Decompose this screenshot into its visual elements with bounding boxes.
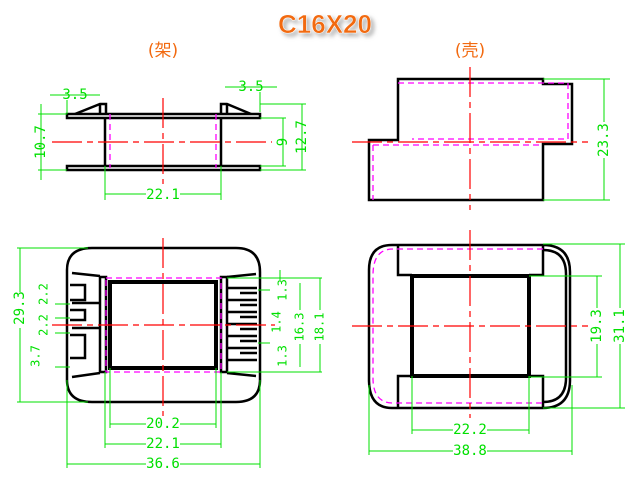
dim-inner-height: 16.3 [293, 313, 307, 342]
latch-left [74, 102, 108, 116]
dim-total-width: 38.8 [453, 443, 487, 459]
dim-pin-gap-3: 3.7 [29, 345, 43, 367]
dim-line [55, 303, 70, 368]
latch-right [219, 102, 252, 116]
dim-outer-height: 18.1 [313, 313, 327, 342]
dim-flange-left: 3.5 [62, 87, 87, 103]
dim-bg [293, 310, 307, 344]
pin-comb-right [226, 272, 257, 378]
dim-pin-r2: 1.4 [270, 311, 284, 333]
dim-pin-gap-1: 2.2 [37, 283, 51, 305]
dim-width: 22.1 [146, 187, 180, 203]
dim-total-height: 29.3 [12, 291, 28, 325]
dim-bg [12, 292, 28, 328]
dim-height-outer: 10.7 [33, 125, 49, 159]
dim-pin-gap-2: 2.2 [37, 314, 51, 336]
dim-flange-width: 22.1 [146, 436, 180, 452]
dim-bg [146, 416, 180, 472]
dim-total-width: 36.6 [146, 456, 180, 472]
dim-bg [589, 308, 605, 344]
bobbin-view-label: (架) [148, 41, 178, 61]
bobbin-side-view: 3.5 3.5 10.7 9 12.7 22.1 [33, 79, 310, 203]
drawing-title: C16X20 [278, 9, 372, 39]
shell-outline [367, 77, 574, 202]
dim-line [260, 103, 306, 171]
pin-comb-left [70, 271, 101, 379]
dim-inner: 9 [275, 138, 291, 146]
dim-bg [313, 310, 327, 344]
dim-window-width: 20.2 [146, 416, 180, 432]
dim-shell-height: 23.3 [596, 123, 612, 157]
dim-bg [453, 422, 487, 460]
dim-bg [612, 308, 628, 344]
dim-height-total: 12.7 [294, 120, 310, 154]
dim-pin-r1: 1.3 [276, 279, 290, 301]
hidden-line [372, 82, 569, 200]
shell-top-view: 19.3 31.1 22.2 38.8 [352, 230, 628, 460]
dim-flange-right: 3.5 [238, 79, 263, 95]
shell-view-label: (壳) [455, 41, 485, 61]
dim-window-width: 22.2 [453, 422, 487, 438]
dim-line [50, 94, 100, 114]
dim-line [225, 86, 277, 112]
dim-bg [146, 186, 180, 202]
outer-outline [65, 246, 262, 404]
dim-total-height: 31.1 [612, 309, 628, 343]
dim-pin-r3: 1.3 [276, 345, 290, 367]
dim-bg [596, 122, 612, 158]
bobbin-top-view: 29.3 2.2 2.2 3.7 1.3 1.4 1.3 16.3 18.1 2… [12, 238, 327, 472]
shell-outer-outline [367, 243, 572, 410]
dim-window-height: 19.3 [589, 309, 605, 343]
shell-side-view: 23.3 [352, 67, 612, 210]
shell-bars [396, 245, 545, 408]
dim-line [38, 104, 67, 180]
